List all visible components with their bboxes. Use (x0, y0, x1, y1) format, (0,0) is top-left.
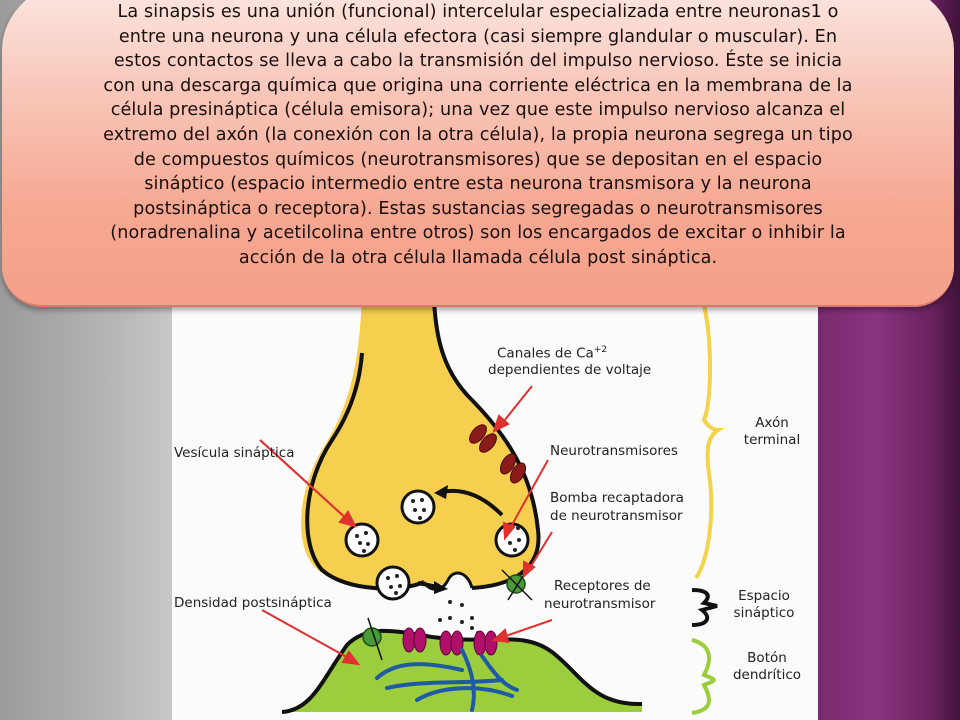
postsynaptic-density-filaments (375, 648, 519, 712)
definition-callout: La sinapsis es una unión (funcional) int… (2, 0, 954, 307)
postsynaptic-receptors (402, 627, 498, 656)
label-bomba-recaptadora: Bomba recaptadora (550, 490, 684, 506)
paragraph-line: (noradrenalina y acetilcolina entre otro… (110, 223, 846, 244)
paragraph-line: extremo del axón (la conexión con la otr… (103, 124, 853, 145)
paragraph-line: estos contactos se lleva a cabo la trans… (113, 51, 843, 72)
paragraph-line: entre una neurona y una célula efectora … (118, 26, 838, 47)
brace-axon-terminal (694, 304, 725, 580)
paragraph-line: sináptico (espacio intermedio entre esta… (144, 174, 812, 195)
brace-boton-dendritico (691, 638, 716, 715)
label-canales-ca: Canales de Ca+2 (497, 345, 608, 362)
paragraph-line: célula presináptica (célula emisora); un… (110, 100, 846, 121)
paragraph-line: acción de la otra célula llamada célula … (238, 247, 718, 268)
synapse-diagram: Canales de Ca+2 dependientes de voltaje … (172, 300, 818, 720)
label-bomba-recaptadora-line2: de neurotransmisor (550, 508, 683, 524)
definition-paragraph: La sinapsis es una unión (funcional) int… (12, 0, 944, 271)
paragraph-line: postsináptica o receptora). Estas sustan… (133, 198, 823, 219)
label-densidad-postsinaptica: Densidad postsináptica (174, 595, 332, 611)
paragraph-line: con una descarga química que origina una… (103, 75, 853, 96)
paragraph-line: La sinapsis es una unión (funcional) int… (117, 2, 839, 22)
brace-espacio-sinaptico (691, 588, 718, 627)
label-receptores: Receptores de (554, 578, 651, 594)
synapse-illustration (259, 300, 725, 715)
label-canales-ca-line2: dependientes de voltaje (488, 362, 652, 378)
label-neurotransmisores: Neurotransmisores (550, 443, 678, 459)
label-vesicula-sinaptica: Vesícula sináptica (174, 445, 295, 461)
label-receptores-line2: neurotransmisor (544, 596, 656, 612)
paragraph-line: de compuestos químicos (neurotransmisore… (133, 149, 823, 170)
calcium-channels (469, 424, 527, 484)
